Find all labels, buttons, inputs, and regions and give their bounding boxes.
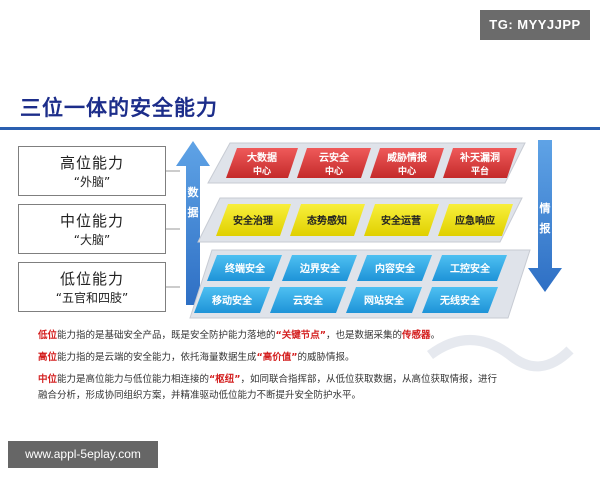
- down-arrow-char-1: 情: [540, 201, 551, 215]
- watermark: www.appl-5eplay.com: [8, 441, 158, 468]
- red-tile-line1: 补天漏洞: [459, 151, 500, 164]
- blue-tile: [432, 255, 507, 281]
- blue-tile: [357, 255, 432, 281]
- up-arrow-icon: [176, 141, 210, 305]
- yellow-tile: [364, 204, 439, 236]
- blue-tile: [194, 287, 270, 313]
- red-tile-line2: 中心: [398, 165, 416, 177]
- blue-tile: [207, 255, 282, 281]
- yellow-tile-label: 安全治理: [233, 214, 273, 227]
- red-tile-line2: 中心: [325, 165, 343, 177]
- blue-tile-label: 移动安全: [212, 294, 253, 307]
- blue-tile-label: 内容安全: [375, 262, 416, 275]
- yellow-tile-label: 安全运营: [381, 214, 421, 227]
- level-box-high: 高位能力 “外脑”: [18, 146, 166, 196]
- blue-tile: [282, 255, 357, 281]
- blue-tile-label: 无线安全: [439, 294, 481, 307]
- yellow-tile: [438, 204, 513, 236]
- yellow-tile-label: 应急响应: [455, 214, 495, 227]
- yellow-tile: [216, 204, 291, 236]
- yellow-tile: [290, 204, 365, 236]
- desc-high: 高位能力指的是云端的安全能力，依托海量数据生成“高价值”的威胁情报。: [38, 352, 355, 363]
- level-sub: “外脑”: [73, 175, 111, 189]
- level-box-mid: 中位能力 “大脑”: [18, 204, 166, 254]
- blue-tile-label: 工控安全: [450, 262, 491, 275]
- page-title: 三位一体的安全能力: [20, 96, 218, 120]
- blue-tile: [346, 287, 422, 313]
- decorative-swirl: [427, 335, 574, 372]
- red-tile-line2: 平台: [471, 165, 489, 177]
- red-tile-line1: 大数据: [247, 151, 277, 164]
- red-tile: [443, 148, 517, 178]
- desc-low: 低位能力指的是基础安全产品，既是安全防护能力落地的“关键节点”，也是数据采集的传…: [38, 330, 441, 341]
- level-name: 中位能力: [59, 212, 124, 230]
- down-arrow-icon: [528, 140, 562, 292]
- blue-tile: [422, 287, 498, 313]
- blue-tile-label: 边界安全: [299, 262, 341, 275]
- level-box-low: 低位能力 “五官和四肢”: [18, 262, 166, 312]
- blue-tile: [270, 287, 346, 313]
- red-tile-line2: 中心: [253, 165, 271, 177]
- level-sub: “五官和四肢”: [55, 291, 129, 305]
- tg-tag: TG: MYYJJPP: [480, 10, 590, 40]
- red-tile: [370, 148, 444, 178]
- yellow-tile-label: 态势感知: [307, 214, 347, 227]
- down-arrow-char-2: 报: [540, 221, 552, 235]
- level-name: 高位能力: [59, 154, 124, 172]
- blue-tile-label: 网站安全: [364, 294, 405, 307]
- red-tile: [297, 148, 371, 178]
- red-tile-line1: 威胁情报: [387, 151, 427, 164]
- red-tile-line1: 云安全: [319, 151, 350, 164]
- red-tile: [226, 148, 298, 178]
- level-name: 低位能力: [59, 270, 124, 288]
- title-divider: [0, 127, 600, 130]
- blue-tile-label: 终端安全: [225, 262, 266, 275]
- up-arrow-char-2: 据: [188, 205, 199, 219]
- blue-tile-label: 云安全: [293, 294, 324, 307]
- up-arrow-char-1: 数: [188, 185, 200, 199]
- level-sub: “大脑”: [73, 233, 111, 247]
- desc-mid: 中位能力是高位能力与低位能力相连接的“枢纽”，如同联合指挥部，从低位获取数据，从…: [38, 374, 498, 401]
